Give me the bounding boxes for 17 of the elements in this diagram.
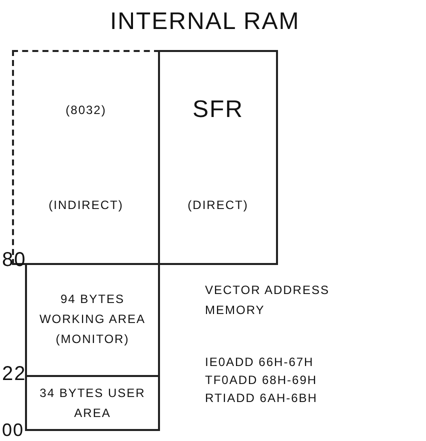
diagram-title: INTERNAL RAM [110,8,300,36]
memory-region [25,263,160,377]
region-text: 94 BYTES WORKING AREA (MONITOR) [38,291,146,348]
vector-entry: IE0ADD 66H-67H [205,354,314,371]
vector-entry: TF0ADD 68H-69H [205,372,318,389]
region-text: (8032) [66,102,106,119]
region-text: 34 BYTES USER AREA [38,385,146,422]
vector-entry: RTIADD 6AH-6BH [205,390,318,407]
memory-region [25,375,160,431]
memory-region [158,50,278,265]
note-text: VECTOR ADDRESS MEMORY [205,282,330,319]
address-label: 00 [2,420,24,440]
address-label: 80 [2,250,26,270]
region-text: (DIRECT) [188,197,248,214]
region-text: (INDIRECT) [48,197,124,214]
address-label: 22 [2,364,26,384]
region-name: SFR [192,100,244,120]
